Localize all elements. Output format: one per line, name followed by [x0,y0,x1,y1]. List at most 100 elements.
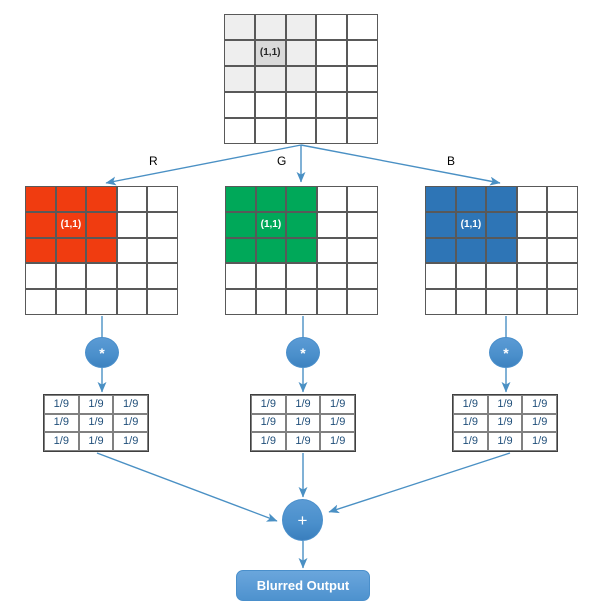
b-channel-cell [516,263,548,290]
source-cell [285,14,317,40]
b-channel-cell [547,263,578,290]
kernel-cell: 1/9 [522,395,557,414]
source-cell [224,14,255,40]
r-channel-cell [55,263,87,290]
g-channel-cell [255,289,287,315]
kernel-cell: 1/9 [285,395,321,414]
b-channel-cell [547,289,578,315]
kernel-cell: 1/9 [320,413,355,433]
b-channel-cell [516,186,548,212]
r-channel-cell [25,263,56,290]
g-channel-cell [316,186,348,212]
r-channel-cell [86,211,117,238]
convolution-operator-red[interactable]: * [85,337,119,368]
plus-icon: + [297,510,308,530]
r-channel-cell [86,237,117,264]
arrow-kernel-red-to-sum [96,452,278,522]
g-channel-cell [225,263,256,290]
source-cell [254,66,286,92]
arrow-kernel-blue-to-sum [328,452,511,514]
r-channel-cell [147,186,178,212]
b-channel-cell [486,211,517,238]
source-cell [224,118,255,144]
g-channel-cell [225,211,256,238]
r-channel-cell [116,237,148,264]
g-channel-cell-center: (1,1) [255,211,287,238]
convolution-operator-green[interactable]: * [286,337,320,368]
source-cell [316,92,348,118]
arrow-source-to-red [105,144,302,186]
r-channel-cell [55,289,87,315]
b-channel-cell [516,211,548,238]
g-channel-cell [286,211,317,238]
kernel-cell: 1/9 [487,432,523,451]
g-channel-cell [286,186,317,212]
r-channel-cell [116,186,148,212]
source-cell [316,118,348,144]
g-channel-cell [225,237,256,264]
source-cell [254,92,286,118]
kernel-cell: 1/9 [487,413,523,433]
r-channel-cell [86,289,117,315]
b-channel-cell [425,237,456,264]
g-channel-cell [255,263,287,290]
kernel-cell: 1/9 [285,413,321,433]
kernel-cell: 1/9 [453,395,488,414]
source-cell [224,66,255,92]
source-cell [316,40,348,66]
b-channel-cell [425,263,456,290]
b-channel-cell [425,211,456,238]
r-channel-cell [116,289,148,315]
kernel-cell: 1/9 [522,413,557,433]
b-channel-cell [455,289,487,315]
kernel-cell: 1/9 [453,432,488,451]
source-image-grid[interactable]: (1,1) [224,14,378,144]
r-channel-cell [86,186,117,212]
sum-node[interactable]: + [282,499,323,541]
asterisk-icon: * [503,344,509,361]
blurred-output-box[interactable]: Blurred Output [236,570,370,601]
source-cell [316,66,348,92]
r-channel-cell [55,186,87,212]
blue-channel-grid[interactable]: (1,1) [425,186,578,315]
kernel-cell: 1/9 [522,432,557,451]
kernel-cell: 1/9 [251,432,286,451]
source-cell-center: (1,1) [254,40,286,66]
source-cell [285,66,317,92]
arrow-source-to-blue [300,144,501,186]
red-channel-grid[interactable]: (1,1) [25,186,178,315]
source-cell [224,40,255,66]
b-channel-cell [547,237,578,264]
asterisk-icon: * [300,344,306,361]
g-channel-cell [316,237,348,264]
r-channel-cell [147,289,178,315]
b-channel-cell-center: (1,1) [455,211,487,238]
source-cell [285,118,317,144]
source-cell [224,92,255,118]
source-cell [254,14,286,40]
g-channel-cell [347,211,378,238]
g-channel-cell [347,186,378,212]
convolution-operator-blue[interactable]: * [489,337,523,368]
g-channel-cell [225,186,256,212]
green-channel-grid[interactable]: (1,1) [225,186,378,315]
edge-label-green: G [277,154,287,168]
b-channel-cell [425,289,456,315]
g-channel-cell [316,289,348,315]
b-channel-cell [425,186,456,212]
source-cell [347,118,378,144]
b-channel-cell [547,186,578,212]
edge-label-red: R [149,154,158,168]
kernel-cell: 1/9 [44,395,79,414]
kernel-cell: 1/9 [453,413,488,433]
r-channel-cell [116,211,148,238]
r-channel-cell [147,263,178,290]
g-channel-cell [255,237,287,264]
kernel-cell: 1/9 [113,395,148,414]
b-channel-cell [516,237,548,264]
source-cell [347,66,378,92]
